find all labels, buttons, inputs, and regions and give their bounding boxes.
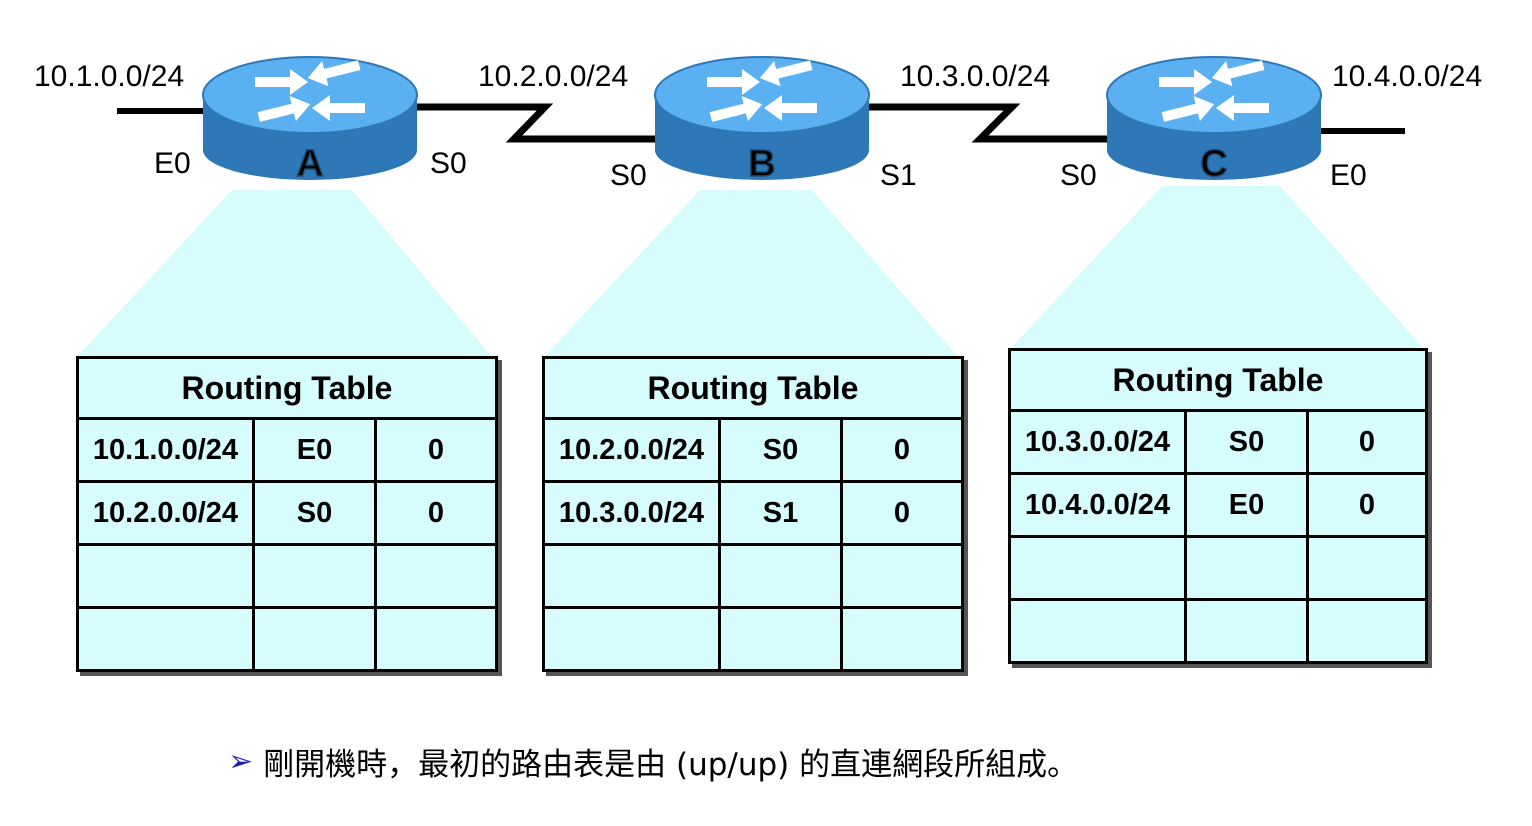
router-b-view-beam	[544, 190, 958, 357]
router-b-right-port: S1	[880, 159, 917, 192]
metric-cell: 0	[1358, 425, 1376, 458]
router-c: C	[1106, 52, 1322, 186]
router-a-left-port: E0	[154, 147, 191, 180]
metric-cell: 0	[427, 433, 445, 466]
interface-cell	[1187, 601, 1309, 661]
router-b-left-port: S0	[610, 159, 647, 192]
serial-link-b-c	[866, 103, 1112, 143]
routing-table-title: Routing Table	[79, 359, 495, 420]
router-c-left-port: S0	[1060, 159, 1097, 192]
interface-cell	[255, 609, 377, 669]
router-b: B	[654, 52, 870, 186]
interface-cell: S0	[255, 483, 377, 543]
table-row: 10.3.0.0/24 S1 0	[545, 483, 961, 546]
caption-text: 剛開機時，最初的路由表是由 (up/up) 的直連網段所組成。	[263, 746, 1079, 783]
router-b-label: B	[748, 143, 775, 185]
caption: ➢ 剛開機時，最初的路由表是由 (up/up) 的直連網段所組成。	[228, 736, 1078, 786]
table-row	[79, 609, 495, 669]
metric-cell: 0	[427, 496, 445, 529]
network-cell	[79, 546, 255, 606]
router-a-view-beam	[77, 190, 492, 357]
interface-cell: S0	[721, 420, 843, 480]
network-cell: 10.2.0.0/24	[545, 420, 721, 480]
network-cell: 10.3.0.0/24	[545, 483, 721, 543]
metric-cell	[1309, 601, 1425, 661]
routing-table-a: Routing Table 10.1.0.0/24 E0 0 10.2.0.0/…	[76, 356, 498, 672]
table-row	[545, 609, 961, 669]
table-row	[1011, 538, 1425, 601]
table-row	[1011, 601, 1425, 661]
interface-cell	[721, 546, 843, 606]
interface-cell	[1187, 538, 1309, 598]
interface-cell	[255, 546, 377, 606]
metric-cell	[377, 546, 495, 606]
table-row: 10.2.0.0/24 S0 0	[79, 483, 495, 546]
network-label-3: 10.3.0.0/24	[900, 60, 1050, 93]
network-cell: 10.1.0.0/24	[79, 420, 255, 480]
router-a-label: A	[296, 143, 323, 185]
interface-cell: E0	[1187, 475, 1309, 535]
table-row: 10.1.0.0/24 E0 0	[79, 420, 495, 483]
table-row: 10.3.0.0/24 S0 0	[1011, 412, 1425, 475]
routing-table-c: Routing Table 10.3.0.0/24 S0 0 10.4.0.0/…	[1008, 348, 1428, 664]
bullet-arrow-icon: ➢	[228, 743, 254, 779]
interface-cell: S0	[1187, 412, 1309, 472]
network-label-1: 10.1.0.0/24	[34, 60, 184, 93]
routing-table-title: Routing Table	[1011, 351, 1425, 412]
network-label-2: 10.2.0.0/24	[478, 60, 628, 93]
network-label-4: 10.4.0.0/24	[1332, 60, 1482, 93]
table-row: 10.4.0.0/24 E0 0	[1011, 475, 1425, 538]
router-a: A	[202, 52, 418, 186]
network-cell	[545, 609, 721, 669]
interface-cell: E0	[255, 420, 377, 480]
metric-cell: 0	[893, 433, 911, 466]
router-c-view-beam	[1010, 186, 1424, 349]
table-row	[545, 546, 961, 609]
network-cell	[79, 609, 255, 669]
interface-cell	[721, 609, 843, 669]
table-row: 10.2.0.0/24 S0 0	[545, 420, 961, 483]
metric-cell	[843, 546, 961, 606]
metric-cell: 0	[1358, 488, 1376, 521]
table-row	[79, 546, 495, 609]
network-cell: 10.3.0.0/24	[1011, 412, 1187, 472]
network-cell	[1011, 601, 1187, 661]
network-cell: 10.2.0.0/24	[79, 483, 255, 543]
routing-table-b: Routing Table 10.2.0.0/24 S0 0 10.3.0.0/…	[542, 356, 964, 672]
router-c-label: C	[1200, 143, 1227, 185]
metric-cell: 0	[893, 496, 911, 529]
network-cell	[1011, 538, 1187, 598]
network-cell	[545, 546, 721, 606]
metric-cell	[1309, 538, 1425, 598]
network-cell: 10.4.0.0/24	[1011, 475, 1187, 535]
serial-link-a-b	[415, 103, 660, 143]
router-a-right-port: S0	[430, 147, 467, 180]
routing-table-title: Routing Table	[545, 359, 961, 420]
metric-cell	[377, 609, 495, 669]
router-c-right-port: E0	[1330, 159, 1367, 192]
metric-cell	[843, 609, 961, 669]
interface-cell: S1	[721, 483, 843, 543]
